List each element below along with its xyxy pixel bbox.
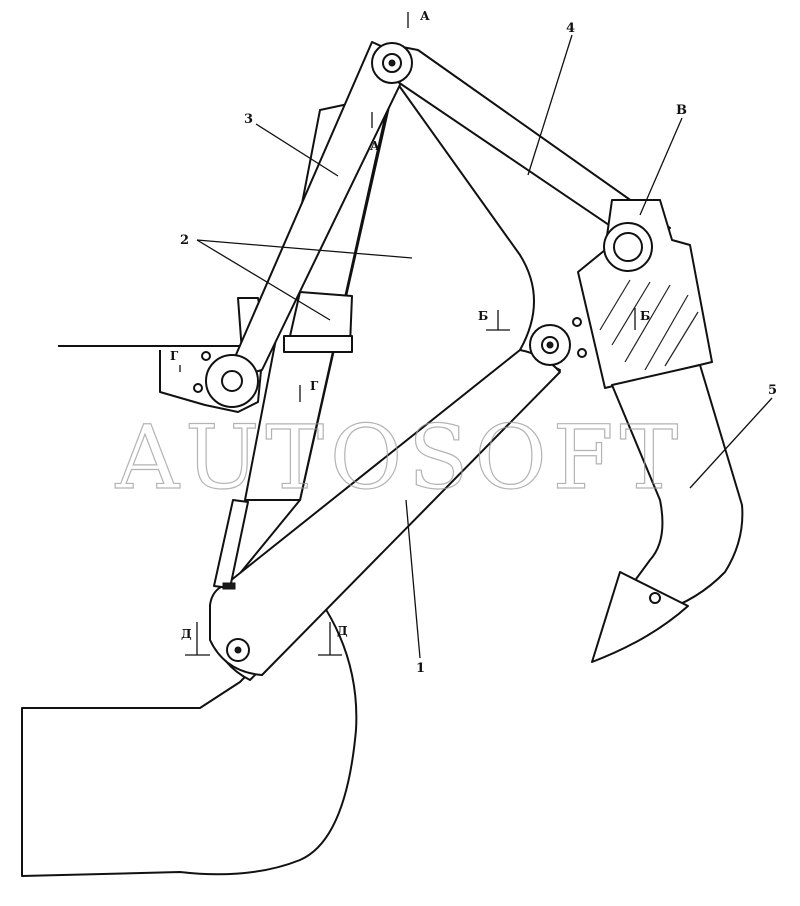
tractor-housing: [21, 599, 358, 877]
callout-5: 5: [768, 383, 777, 398]
section-g-mid: Г: [310, 379, 319, 393]
section-b-left: Б: [478, 309, 488, 323]
carrier-pin: [603, 222, 653, 272]
watermark-text: AUTOSOFT: [115, 406, 685, 509]
frame-pivot-right: [529, 324, 571, 366]
carrier-hatching: [599, 279, 699, 371]
ripper-tip: [591, 571, 689, 663]
top-pivot-pin: [371, 42, 413, 84]
cylinder-collar: [283, 335, 353, 353]
section-d-left: Д: [181, 627, 192, 641]
bottom-pivot-pin: [226, 638, 250, 662]
leader-lines: [196, 34, 773, 659]
section-b-right: Б: [640, 309, 650, 323]
tip-bolt: [649, 592, 661, 604]
callout-3: 3: [244, 112, 253, 127]
grease-fittings: [193, 317, 587, 393]
ripper-shank: [611, 364, 744, 613]
shank-carrier-block: [577, 199, 713, 389]
section-arrows: [179, 12, 636, 656]
callout-1: 1: [416, 661, 425, 676]
callout-2: 2: [180, 233, 189, 248]
frame-pivot-left: [205, 354, 259, 408]
cylinder-nut: [222, 582, 236, 590]
section-d-right: Д: [337, 624, 348, 638]
section-a-top: А: [420, 9, 430, 23]
section-a-mid: А: [370, 139, 380, 153]
callout-4: 4: [566, 21, 575, 36]
callout-v: В: [676, 103, 687, 118]
section-g-left: Г: [170, 349, 179, 363]
